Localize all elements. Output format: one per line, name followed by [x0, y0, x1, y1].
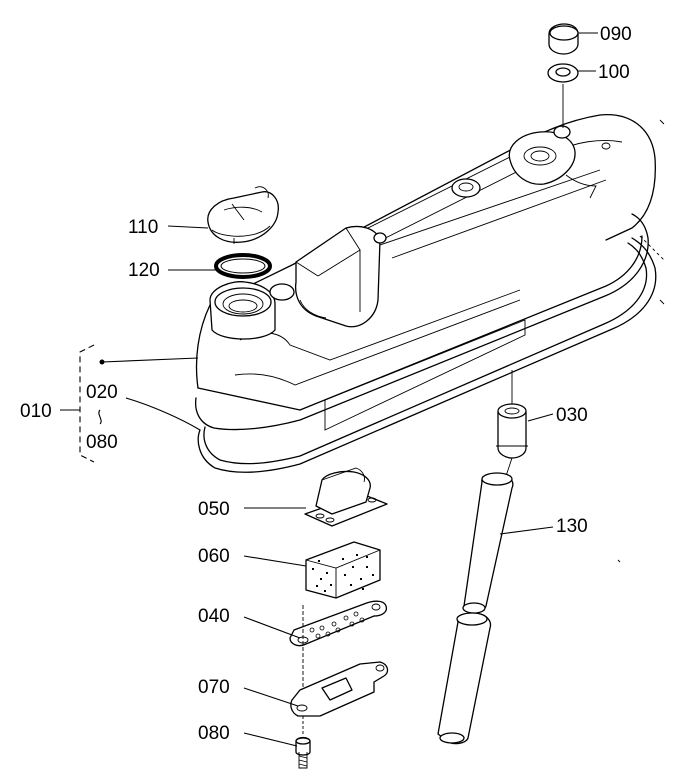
label-060: 060	[198, 546, 230, 567]
label-090: 090	[600, 24, 632, 45]
label-020: 020	[86, 382, 118, 403]
rocker-cover	[194, 114, 665, 474]
oil-filler-cap	[207, 186, 279, 244]
deflector-plate	[304, 467, 388, 527]
label-100: 100	[598, 62, 630, 83]
screw	[295, 716, 311, 769]
label-040: 040	[198, 606, 230, 627]
group-bracket-010	[60, 344, 102, 463]
label-010: 010	[20, 401, 52, 422]
breather-hose	[437, 472, 514, 745]
edge-marks	[617, 119, 665, 563]
filter-element	[305, 541, 381, 599]
cap-nut	[548, 23, 579, 55]
label-110: 110	[128, 217, 158, 238]
label-070: 070	[198, 677, 230, 698]
cover-plate	[290, 661, 389, 717]
o-ring	[214, 253, 272, 279]
breather-plate	[289, 600, 388, 700]
hose-fitting	[496, 370, 528, 477]
washer	[547, 63, 579, 128]
label-080-range: 080	[86, 432, 118, 453]
label-050: 050	[198, 499, 230, 520]
label-080: 080	[198, 723, 230, 744]
label-130: 130	[556, 516, 588, 537]
label-030: 030	[556, 405, 588, 426]
label-120: 120	[128, 260, 160, 281]
part-labels: 090 100 110 120 010 020 080 030 050 060 …	[20, 24, 632, 744]
leader-lines	[99, 32, 598, 747]
